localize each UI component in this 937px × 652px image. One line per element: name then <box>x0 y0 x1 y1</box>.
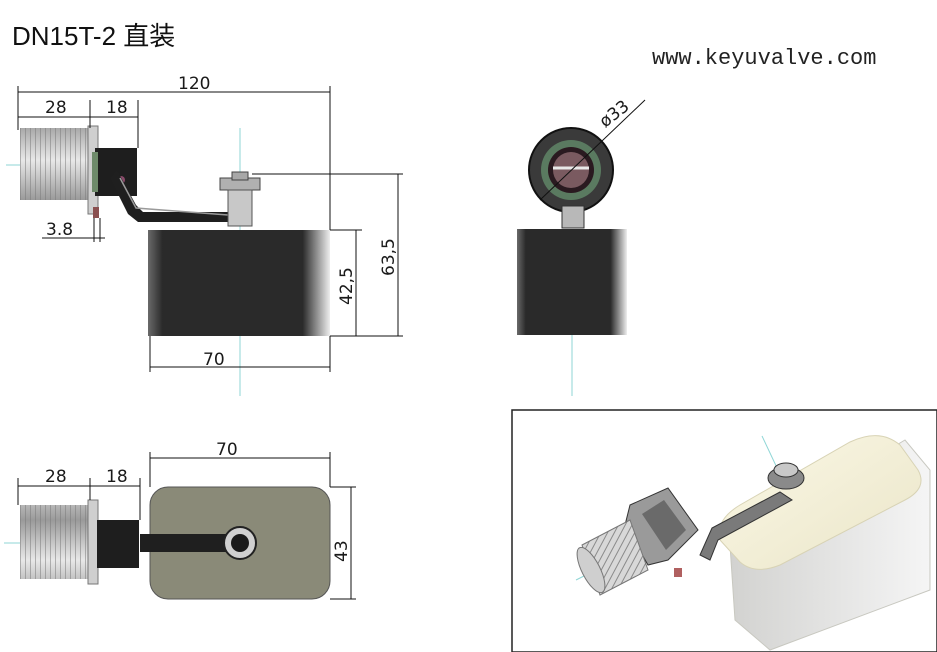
dim-diameter: ø33 <box>596 96 634 131</box>
top-flange <box>87 499 99 585</box>
dim-total-height: 63,5 <box>379 238 399 276</box>
top-thread-fitting <box>20 505 90 579</box>
dim-nut-length: 18 <box>106 98 128 118</box>
side-nut <box>561 205 585 229</box>
top-hex-nut <box>97 520 139 568</box>
dim-top-float-width: 70 <box>216 440 238 460</box>
side-view: ø33 <box>517 96 646 396</box>
dim-line <box>539 99 646 201</box>
dim-offset: 3.8 <box>46 220 73 240</box>
isometric-view <box>511 409 937 652</box>
top-bolt-inner <box>231 534 249 552</box>
top-view: 28 18 70 43 <box>4 440 356 600</box>
thread-fitting <box>20 128 90 200</box>
iso-lever-arm <box>699 491 793 561</box>
iso-stop-tab <box>674 568 682 577</box>
dim-top-thread-length: 28 <box>45 467 67 487</box>
iso-hex-nut-face <box>642 500 686 550</box>
dim-top-float-depth: 43 <box>332 540 352 562</box>
lever-arm-highlight <box>119 177 229 216</box>
dim-float-width: 70 <box>203 350 225 370</box>
top-lever-arm <box>140 534 240 552</box>
dim-top-nut-length: 18 <box>106 467 128 487</box>
iso-bolt-top <box>773 462 799 478</box>
dim-thread-length: 28 <box>45 98 67 118</box>
float-body <box>148 230 330 336</box>
centerline <box>761 435 779 471</box>
bolt-body <box>227 189 253 227</box>
stop-tab <box>93 207 99 218</box>
iso-float-top <box>718 435 922 570</box>
dim-float-height: 42,5 <box>337 267 357 305</box>
green-washer <box>92 152 98 192</box>
side-float-body <box>517 229 627 335</box>
front-view: 120 28 18 3.8 42,5 63,5 70 <box>6 74 403 396</box>
bolt-head <box>231 171 249 181</box>
dim-overall-length: 120 <box>178 74 210 94</box>
website-url: www.keyuvalve.com <box>652 46 876 71</box>
page-title: DN15T-2 直装 <box>12 21 175 51</box>
iso-thread-end <box>576 546 606 594</box>
